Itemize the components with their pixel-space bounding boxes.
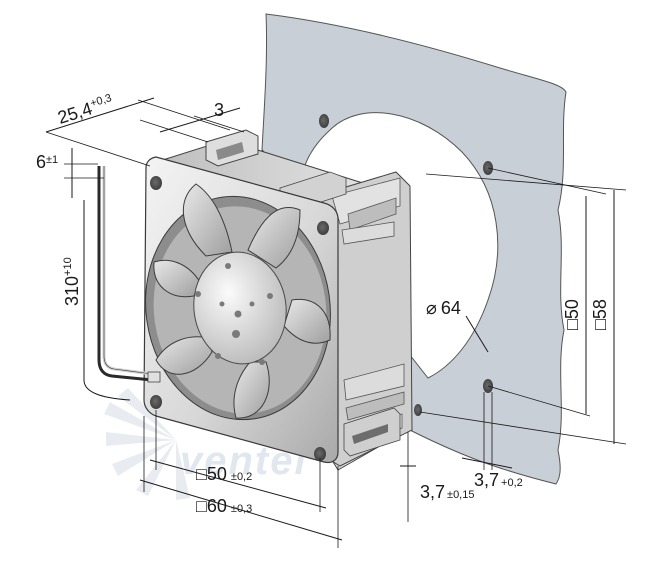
wire-offset-label: 6±1 bbox=[36, 152, 58, 172]
cutout-dia-label: ⌀64 bbox=[426, 298, 461, 318]
hole-spacing-front-label: □50±0,2 bbox=[196, 464, 252, 484]
frame-size-front-label: □60±0,3 bbox=[196, 496, 252, 516]
panel-hole bbox=[414, 404, 422, 416]
depth-label: 25,4+0,3 bbox=[55, 92, 115, 128]
lead-length-label: 310+10 bbox=[62, 257, 82, 306]
hole-spacing-panel-label: □50 bbox=[562, 299, 582, 330]
mounting-hole bbox=[150, 395, 162, 409]
tab-label: 3 bbox=[214, 100, 224, 120]
fan-hub bbox=[193, 251, 287, 365]
fan-blades bbox=[153, 183, 331, 419]
panel-hole bbox=[319, 114, 329, 128]
panel-hole-label: 3,7+0,2 bbox=[474, 470, 523, 490]
mounting-hole bbox=[150, 176, 162, 190]
dimension-lines bbox=[45, 97, 627, 548]
lead-wires bbox=[97, 166, 161, 383]
mounting-hole bbox=[317, 221, 329, 235]
fan-body bbox=[143, 129, 413, 471]
hub-rivets bbox=[195, 263, 273, 365]
mounting-hole bbox=[314, 447, 326, 461]
panel-size-label: □58 bbox=[590, 299, 610, 330]
hole-dia-label: 3,7±0,15 bbox=[420, 482, 474, 502]
